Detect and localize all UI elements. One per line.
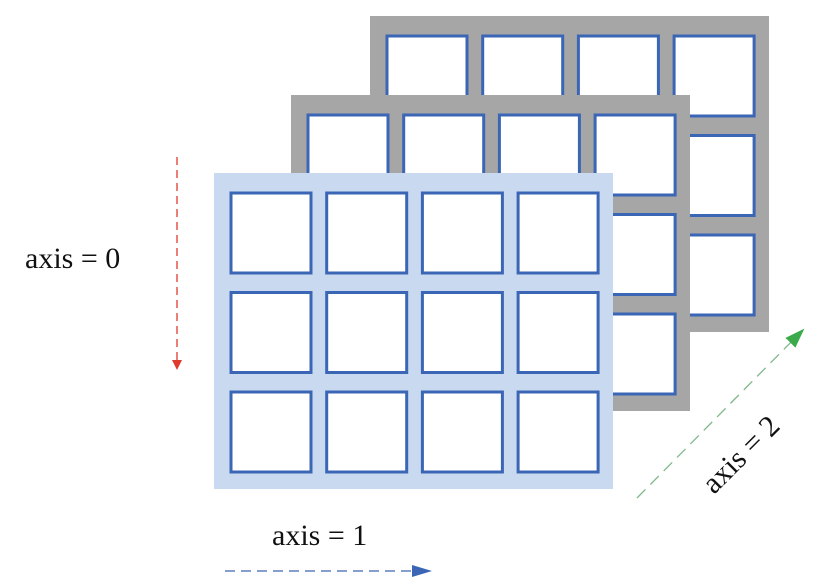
array-cell: [325, 390, 409, 474]
axis-2-arrow: [636, 328, 805, 499]
array-cell: [516, 390, 600, 474]
array-cell: [516, 191, 600, 275]
array-cell: [420, 291, 504, 374]
layer-front: [214, 173, 613, 489]
array-cell: [229, 390, 313, 474]
array-cell: [420, 191, 504, 275]
array-cell: [325, 191, 409, 275]
array-cell: [325, 291, 409, 374]
array-cell: [229, 191, 313, 275]
array-cell: [516, 291, 600, 374]
axis-1-label: axis = 1: [272, 519, 367, 552]
axis-2-label: axis = 2: [696, 409, 787, 500]
array-cell: [229, 291, 313, 374]
array-cell: [420, 390, 504, 474]
axis-0-label: axis = 0: [25, 242, 120, 275]
